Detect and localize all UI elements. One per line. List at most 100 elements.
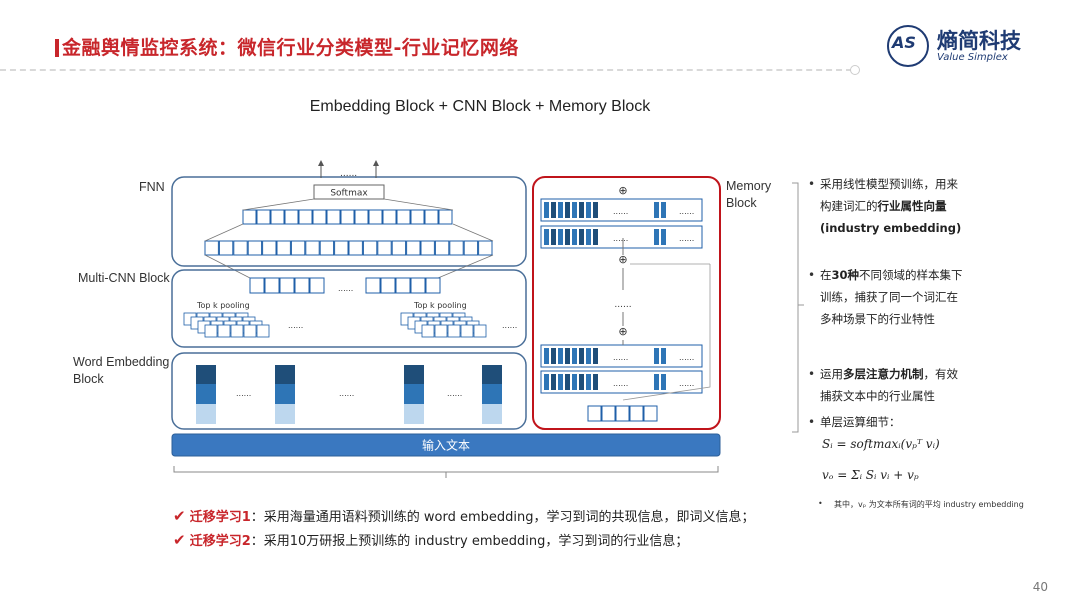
input-text-label: 输入文本 [422,438,470,453]
memory-dots: ...... [614,300,631,310]
fnn-neuron [438,209,453,225]
feature-map-stack-right [400,312,487,338]
fnn-neuron [218,240,234,256]
plus-low: ⊕ [618,325,627,338]
memory-slot [544,348,549,364]
pooled-cell [264,277,280,294]
note-2-line-a: 在30种不同领域的样本集下 [820,264,963,286]
memory-slot [572,348,577,364]
bullet-1: • [808,177,816,191]
feature-cell [421,324,435,338]
memory-row-dots: ...... [613,353,628,362]
fnn-edge [204,254,251,279]
memory-slot [661,348,666,364]
memory-slot [593,374,598,390]
divider-end-dot [850,65,860,75]
mem-skip-right [622,264,711,401]
fnn-neuron [354,209,369,225]
note-2-line-b: 训练，捕获了同一个词汇在 [820,290,958,304]
note-2-line-c: 多种场景下的行业特性 [820,312,935,326]
input-text-bar [171,433,721,457]
fnn-neuron [368,209,383,225]
memory-slot [654,202,659,218]
topk-label-right: Top k pooling [413,301,467,310]
fnn-block [171,176,527,267]
memory-slot [558,229,563,245]
fnn-neuron [420,240,435,256]
memory-slot [579,348,584,364]
fnn-connections [204,198,494,279]
diagram-heading: Embedding Block + CNN Block + Memory Blo… [309,98,651,115]
emb-segment-light [275,404,295,424]
fnn-neuron [424,209,439,225]
emb-segment-dark [404,365,424,384]
label-memory-2: Block [726,196,757,210]
fnn-neuron [290,240,306,256]
fnn-neuron [242,209,257,225]
label-word-embedding-1: Word Embedding [73,355,169,369]
memory-slot [551,229,556,245]
pooled-cell [380,277,396,294]
fnn-edge [242,198,315,211]
bullet-2: • [808,268,816,282]
fnn-neuron [233,240,248,256]
memory-slot [586,202,591,218]
fnn-neuron [449,240,464,256]
note-3-post: ，有效 [923,367,959,381]
memory-row-dots: ...... [679,379,694,388]
emb-dots-1: ...... [236,389,251,398]
memory-layers: ........................................… [540,198,703,394]
bottom-brace [173,466,719,478]
memory-slot [572,202,577,218]
page-number: 40 [1032,580,1048,594]
memory-slot [565,348,570,364]
memory-slot [586,229,591,245]
fnn-neuron [382,209,397,225]
memory-slot [661,202,666,218]
output-dots: ...... [340,169,357,179]
note-2-pre: 在 [820,268,832,282]
memory-slot [579,229,584,245]
memory-slot [593,229,598,245]
cnn-dots-right: ...... [502,321,517,330]
note-1-line-c: (industry embedding) [820,221,962,235]
feature-cell [230,324,244,338]
transfer-1-text: ：采用海量通用语料预训练的 word embedding，学习到词的共现信息，即… [250,510,755,525]
transfer-learning-2: ✔ 迁移学习2：采用10万研报上预训练的 industry embedding，… [173,530,688,549]
fnn-neuron [434,240,450,256]
formula-footnote: 其中，vₚ 为文本所有词的平均 industry embedding [834,500,1024,509]
fnn-neuron [410,209,425,225]
fnn-neuron [312,209,327,225]
memory-slot [565,229,570,245]
note-1-bold: 行业属性向量 [877,199,947,213]
feature-cell [473,324,487,338]
note-attention: 运用多层注意力机制，有效 捕获文本中的行业属性 [820,363,958,407]
note-1-line-b: 构建词汇的行业属性向量 [820,195,961,217]
label-multi-cnn: Multi-CNN Block [78,271,170,285]
fnn-neuron [348,240,363,256]
fnn-neuron [377,240,392,256]
label-memory-1: Memory [726,179,772,193]
page-title: 金融舆情监控系统：微信行业分类模型-行业记忆网络 [62,37,519,59]
emb-segment-light [196,404,216,424]
emb-segment-mid [404,384,424,404]
memory-slot [661,374,666,390]
memory-slot [654,374,659,390]
pooled-cell [279,277,295,294]
check-icon: ✔ [173,531,186,549]
memory-slot [572,374,577,390]
fnn-neuron [298,209,313,225]
pooled-cell [395,277,411,294]
label-word-embedding-2: Block [73,372,104,386]
cnn-dots-mid: ...... [288,321,303,330]
memory-slot [558,374,563,390]
memory-slot [565,202,570,218]
pooled-cell [410,277,426,294]
memory-input-cell [615,405,630,422]
memory-slot [572,229,577,245]
fnn-neuron [391,240,407,256]
emb-segment-mid [275,384,295,404]
memory-slot [551,202,556,218]
logo-mark: AS [892,33,916,52]
memory-slot [586,374,591,390]
